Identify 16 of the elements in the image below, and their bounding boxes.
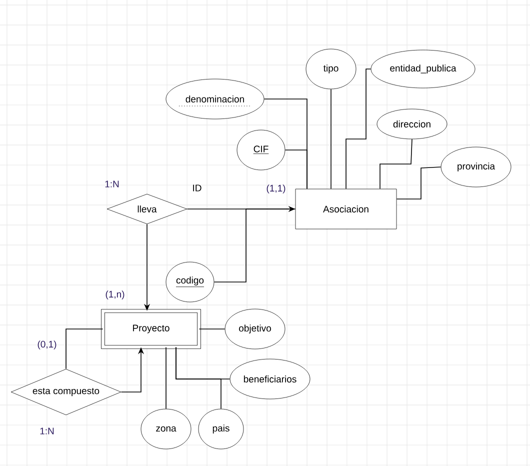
connector-line	[380, 138, 412, 190]
connector-line	[198, 328, 226, 330]
weak-entity-box: Proyecto	[101, 309, 201, 349]
connector-line	[176, 346, 222, 410]
key-label: ID	[193, 184, 202, 192]
cardinality-label: (1,1)	[266, 184, 286, 194]
cardinality-label: (1,n)	[106, 290, 124, 300]
connector-line	[66, 328, 104, 370]
connector-line	[284, 150, 308, 190]
connector-line	[214, 208, 296, 282]
connector-line	[396, 166, 442, 200]
cardinality-label: 1:N	[40, 428, 54, 434]
entity-box: Asociacion	[295, 188, 397, 230]
cardinality-label: (0,1)	[38, 340, 56, 350]
connector-line	[346, 68, 372, 190]
connector-line	[330, 88, 332, 190]
